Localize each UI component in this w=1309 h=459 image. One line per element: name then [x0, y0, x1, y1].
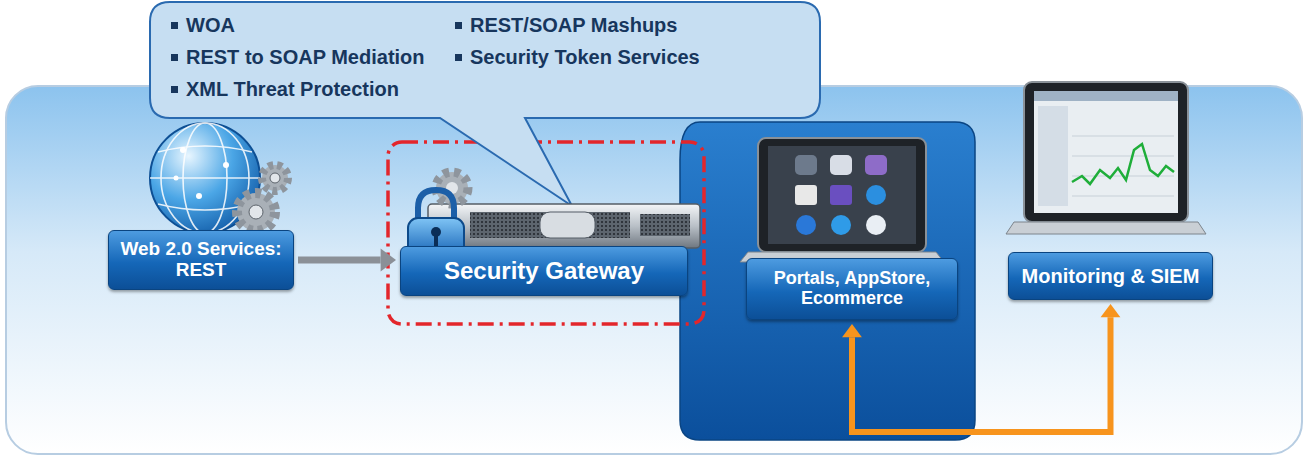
shape-part [249, 205, 263, 219]
node-label: Security Gateway [444, 258, 644, 284]
shape-part [1034, 91, 1178, 101]
shape-part [795, 185, 817, 205]
label-box: Web 2.0 Services: REST [108, 230, 294, 290]
shape-part [1034, 91, 1178, 213]
laptop-icon [740, 138, 944, 262]
arrow-head [1101, 304, 1121, 317]
callout-box: WOA REST to SOAP MediationXML Threat Prot… [150, 2, 820, 118]
shape-part [865, 155, 887, 175]
shape-part [237, 193, 275, 231]
shape-part [640, 214, 690, 236]
shape-part [428, 204, 700, 248]
shape-part [470, 212, 630, 238]
connector [852, 317, 1111, 432]
shape-part [223, 162, 229, 168]
label-box: Portals, AppStore, Ecommerce [746, 258, 958, 320]
connector [298, 257, 381, 264]
label-box: Security Gateway [400, 246, 688, 296]
shape-part [830, 185, 852, 205]
shape-part [831, 215, 851, 235]
node-label: Monitoring & SIEM [1022, 265, 1200, 287]
shape-part [1072, 136, 1174, 196]
shape-part [196, 193, 202, 199]
bullet-item: REST/SOAP Mashups [470, 14, 677, 37]
shape-part [174, 147, 230, 199]
arrow-head [842, 324, 862, 337]
shape-part [1024, 82, 1188, 222]
label-box: Monitoring & SIEM [1008, 252, 1213, 300]
shape-part [174, 176, 179, 181]
bullet-item: WOA [186, 14, 235, 37]
bullet-item: REST to SOAP Mediation [186, 46, 425, 69]
shape-part [1072, 144, 1174, 184]
shape-part [180, 147, 186, 153]
shape-part [1038, 106, 1068, 206]
shape-part [262, 165, 288, 191]
shape-part [1006, 222, 1206, 234]
bullet-item: Security Token Services [470, 46, 700, 69]
shape-part [796, 215, 816, 235]
shape-part [830, 155, 852, 175]
node-label: Web 2.0 Services: REST [117, 239, 285, 281]
shape-part [866, 185, 886, 205]
shape-part [434, 234, 438, 246]
laptop-icon [1006, 82, 1206, 234]
shape-part [866, 215, 886, 235]
arrow-head [381, 248, 396, 271]
server-icon [428, 204, 700, 248]
gear-icon [237, 165, 288, 231]
shape-part [540, 212, 595, 238]
shape-part [270, 173, 280, 183]
node-label: Portals, AppStore, Ecommerce [755, 269, 949, 309]
shape-part [768, 146, 916, 244]
dark-panel [680, 122, 975, 440]
shape-part [158, 146, 252, 152]
shape-part [758, 138, 926, 252]
bullet-item: XML Threat Protection [186, 78, 399, 101]
shape-part [795, 155, 817, 175]
shape-part [150, 177, 260, 179]
background-panel [6, 86, 1302, 454]
